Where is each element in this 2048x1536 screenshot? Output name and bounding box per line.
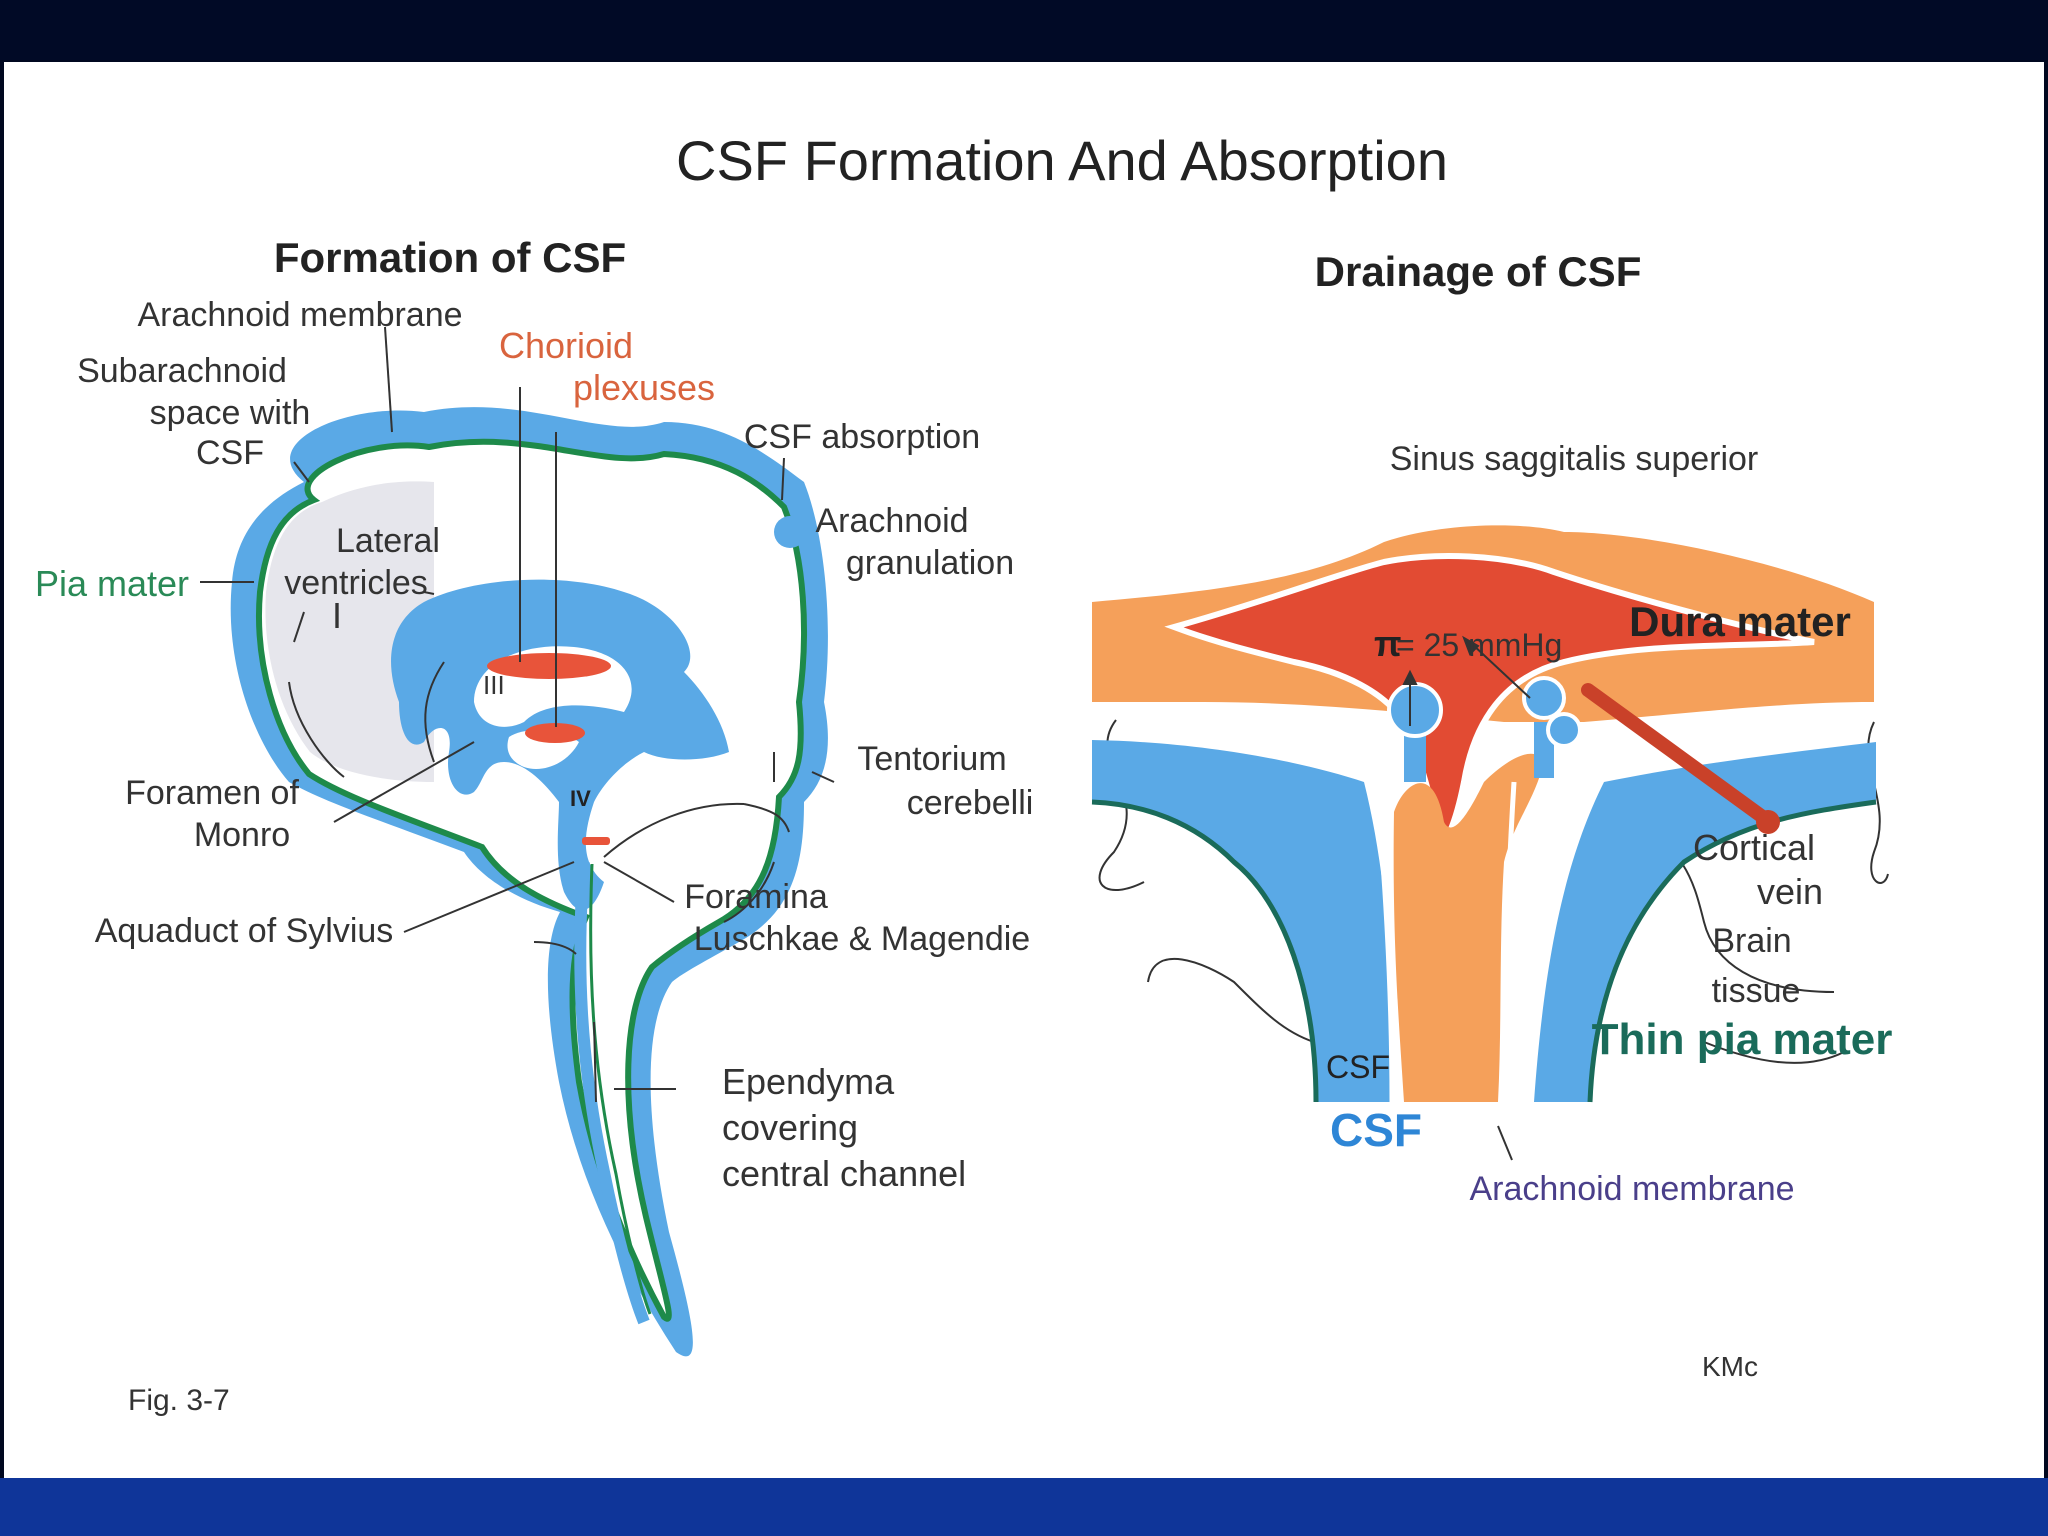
leader-lines [200, 326, 835, 1090]
brain-tissue-label-1: Brain [1712, 922, 1791, 960]
csf-small-label: CSF [1326, 1049, 1390, 1085]
arachnoid-granulation-label-1: Arachnoid [815, 502, 968, 540]
pia-outline [1091, 799, 1877, 1103]
central-channel [574, 861, 650, 1325]
cortical-vein [1581, 683, 1771, 825]
pressure-value: = 25 mmHg [1396, 627, 1562, 663]
foramina-label-1: Foramina [684, 878, 828, 916]
brain-column [1393, 753, 1544, 1102]
brain-tissue-label-2: tissue [1712, 972, 1801, 1010]
foramen-monro-label-1: Foramen of [125, 774, 299, 812]
sinus-label: Sinus saggitalis superior [1390, 440, 1759, 478]
cortical-vein-label-2: vein [1757, 871, 1823, 912]
subarachnoid-label-2: space with [150, 394, 311, 432]
ependyma-label-1: Ependyma [722, 1061, 895, 1102]
arachnoid-membrane-label-right: Arachnoid membrane [1469, 1170, 1794, 1208]
drainage-heading: Drainage of CSF [1315, 248, 1642, 295]
flow-arrows [288, 611, 790, 1103]
drainage-diagram: Drainage of CSF Sinus saggitalis superio… [1091, 248, 1893, 1382]
pressure-symbol: π [1374, 623, 1402, 664]
ependyma-label-3: central channel [722, 1153, 966, 1194]
subarachnoid-label-3: CSF [196, 434, 264, 472]
ependyma-label-2: covering [722, 1107, 858, 1148]
chorioid-plexus-third [525, 723, 585, 743]
aquaduct-label: Aquaduct of Sylvius [95, 912, 394, 950]
chorioid-label-2: plexuses [573, 367, 715, 408]
ventricle-label-3: III [483, 670, 505, 700]
formation-heading: Formation of CSF [274, 234, 626, 281]
tentorium-label-2: cerebelli [907, 784, 1034, 822]
subarachnoid-band [1092, 740, 1394, 1102]
subarachnoid-band-right [1534, 742, 1876, 1102]
ventricle-label-4: IV [570, 786, 591, 811]
pia-mater-label: Pia mater [35, 563, 189, 604]
formation-diagram: Formation of CSF [35, 234, 1033, 1417]
signature: KMc [1702, 1351, 1758, 1382]
chorioid-plexus-lateral [487, 653, 611, 679]
chorioid-label-1: Chorioid [499, 325, 633, 366]
csf-large-label: CSF [1330, 1104, 1422, 1156]
lateral-ventricles-label-1: Lateral [336, 522, 440, 560]
bottom-bar [0, 1478, 2048, 1536]
diagram-canvas: CSF Formation And Absorption Formation o… [35, 129, 1893, 1417]
chorioid-plexus-fourth [582, 837, 610, 845]
cortical-vein-end [1756, 810, 1780, 834]
figure-label: Fig. 3-7 [128, 1384, 230, 1417]
pia-mater-line [256, 438, 807, 1322]
cortical-vein-label-1: Cortical [1693, 827, 1815, 868]
sinus-saggitalis [1164, 553, 1815, 848]
thin-pia-lines [1373, 779, 1517, 1103]
ventricle-label-1: I [332, 595, 342, 636]
foramen-monro-label-2: Monro [194, 816, 290, 854]
arachnoid-granulation-label-2: granulation [846, 544, 1014, 582]
thin-pia-label: Thin pia mater [1592, 1015, 1893, 1064]
slide-panel: CSF Formation And Absorption Formation o… [4, 62, 2044, 1478]
lateral-region-shading [265, 481, 434, 782]
tentorium-label-1: Tentorium [857, 740, 1006, 778]
arachnoid-membrane-label: Arachnoid membrane [137, 296, 462, 334]
top-bar [0, 0, 2048, 60]
csf-absorption-label: CSF absorption [744, 418, 980, 456]
foramina-label-2: Luschkae & Magendie [694, 920, 1030, 958]
subarachnoid-label-1: Subarachnoid [77, 352, 287, 390]
arachnoid-granulation-bump [774, 516, 806, 548]
dura-mater-label: Dura mater [1629, 598, 1851, 645]
lateral-ventricles-label-2: ventricles [284, 564, 428, 602]
slide-title: CSF Formation And Absorption [676, 129, 1448, 192]
drainage-arrows [1402, 635, 1531, 1161]
central-channel-ependyma [589, 863, 652, 1315]
